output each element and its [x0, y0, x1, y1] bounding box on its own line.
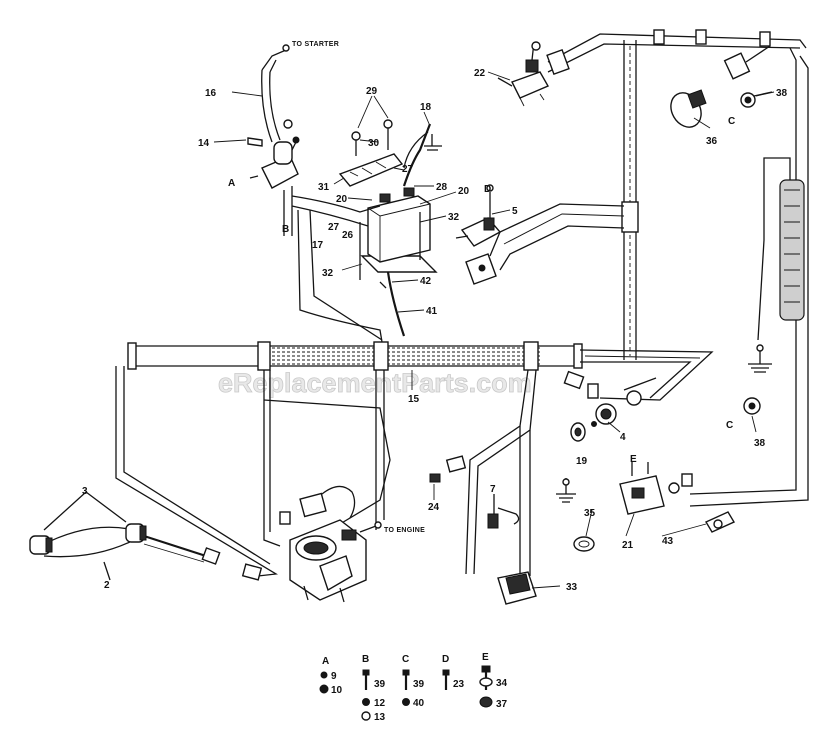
callout-35: 35 [584, 508, 596, 519]
part-35-grommet [573, 536, 595, 552]
callout-41: 41 [426, 306, 438, 317]
watermark: eReplacementParts.com [218, 368, 532, 398]
callout-42: 42 [420, 276, 432, 287]
legend-b-item-2: 12 [374, 698, 386, 709]
callout-14: 14 [198, 138, 210, 149]
callout-33: 33 [566, 582, 578, 593]
main-harness [127, 341, 714, 401]
callout-38-lower: 38 [754, 438, 766, 449]
callout-2: 2 [104, 580, 110, 591]
ground-symbol-top [403, 131, 442, 169]
label-to-starter: TO STARTER [292, 41, 339, 48]
legend-e-item-2: 37 [496, 699, 508, 710]
ground-symbol-right [748, 344, 772, 373]
callout-38-upper: 38 [776, 88, 788, 99]
part-24-connector [429, 455, 467, 483]
part-38-bulb-upper [740, 91, 773, 108]
legend-e-title: E [482, 652, 489, 663]
legend-c-title: C [402, 654, 409, 665]
part-43-terminal [704, 511, 736, 533]
callout-43: 43 [662, 536, 674, 547]
upper-right-harness [489, 29, 809, 507]
legend-c-item-2: 40 [413, 698, 425, 709]
callout-24: 24 [428, 502, 440, 513]
hardware-legend: A 9 10 B 39 12 13 C 39 40 D 23 E 34 37 [319, 652, 508, 723]
part-2-3-headlights [29, 491, 221, 581]
callout-15: 15 [408, 394, 420, 405]
callout-30: 30 [368, 138, 380, 149]
part-19-nut [570, 422, 586, 442]
callout-26: 26 [342, 230, 354, 241]
part-4-key-switch [587, 377, 657, 427]
callout-32-right: 32 [448, 212, 460, 223]
legend-b-item-3: 13 [374, 712, 386, 723]
connector-right-mid [563, 370, 585, 390]
part-5-relay [455, 184, 502, 247]
part-33-module [497, 571, 537, 605]
part-21-bracket [619, 462, 693, 515]
callout-5: 5 [512, 206, 518, 217]
callout-4: 4 [620, 432, 626, 443]
callout-19: 19 [576, 456, 588, 467]
callout-7: 7 [490, 484, 496, 495]
callout-27-upper: 27 [402, 164, 414, 175]
part-36-clamp [670, 89, 707, 128]
label-to-engine: TO ENGINE [384, 527, 425, 534]
legend-b-item-1: 39 [374, 679, 386, 690]
callout-3: 3 [82, 486, 88, 497]
starter-solenoid [247, 44, 300, 236]
callout-21: 21 [622, 540, 634, 551]
leader-lines [213, 71, 775, 589]
callout-e: E [630, 454, 637, 465]
ground-symbol-mid [556, 478, 576, 503]
connector-left-bottom [241, 563, 263, 581]
callout-d: D [484, 184, 491, 195]
callout-36: 36 [706, 136, 718, 147]
callout-a: A [228, 178, 235, 189]
legend-e-item-1: 34 [496, 678, 508, 689]
callout-27-lower: 27 [328, 222, 340, 233]
callout-16: 16 [205, 88, 217, 99]
part-22-switch [497, 41, 570, 107]
callout-20-left: 20 [336, 194, 348, 205]
part-7-switch [487, 494, 520, 529]
callout-17: 17 [312, 240, 324, 251]
callout-28: 28 [436, 182, 448, 193]
legend-b-title: B [362, 654, 369, 665]
callout-22: 22 [474, 68, 486, 79]
legend-d-title: D [442, 654, 449, 665]
ignition-module [279, 485, 382, 603]
legend-d-item-1: 23 [453, 679, 465, 690]
part-38-bulb-lower [743, 397, 761, 415]
callout-c-upper: C [728, 116, 735, 127]
callout-31: 31 [318, 182, 330, 193]
legend-a-item-2: 10 [331, 685, 343, 696]
part-31-hold-down [338, 119, 404, 187]
legend-a-title: A [322, 656, 329, 667]
battery-assembly [359, 187, 438, 337]
legend-c-item-1: 39 [413, 679, 425, 690]
callout-18: 18 [420, 102, 432, 113]
battery-cables [291, 123, 432, 343]
callout-29: 29 [366, 86, 378, 97]
connector-plug-mid [465, 253, 497, 285]
legend-a-item-1: 9 [331, 671, 337, 682]
callout-c-lower: C [726, 420, 733, 431]
connector-top-right [723, 45, 771, 80]
callout-b: B [282, 224, 289, 235]
callout-32-left: 32 [322, 268, 334, 279]
callout-20-right: 20 [458, 186, 470, 197]
callout-labels: TO STARTER TO ENGINE 16 14 A B 17 29 30 … [82, 41, 788, 593]
